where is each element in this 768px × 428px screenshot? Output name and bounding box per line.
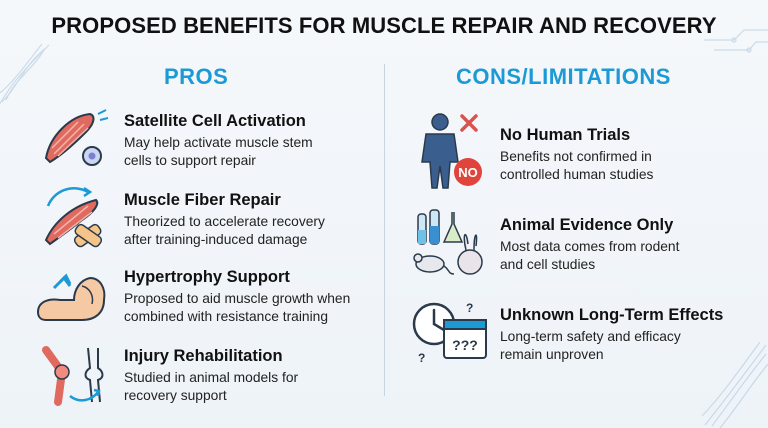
item-description: Benefits not confirmed in controlled hum… bbox=[500, 148, 653, 184]
pros-item-injury-rehab: Injury Rehabilitation Studied in animal … bbox=[124, 347, 298, 405]
desc-line: combined with resistance training bbox=[124, 309, 328, 324]
svg-text:?: ? bbox=[418, 351, 425, 365]
desc-line: Theorized to accelerate recovery bbox=[124, 214, 325, 229]
knee-joint-icon bbox=[42, 346, 104, 406]
desc-line: remain unproven bbox=[500, 347, 604, 362]
desc-line: recovery support bbox=[124, 388, 227, 403]
item-description: May help activate muscle stem cells to s… bbox=[124, 134, 313, 170]
desc-line: May help activate muscle stem bbox=[124, 135, 313, 150]
desc-line: and cell studies bbox=[500, 257, 596, 272]
pros-heading: PROS bbox=[164, 64, 229, 89]
item-heading: No Human Trials bbox=[500, 126, 631, 144]
pros-item-hypertrophy: Hypertrophy Support Proposed to aid musc… bbox=[124, 268, 350, 326]
muscle-stem-cell-icon bbox=[44, 109, 109, 166]
cons-item-animal-evidence: Animal Evidence Only Most data comes fro… bbox=[500, 216, 679, 274]
item-heading: Muscle Fiber Repair bbox=[124, 191, 281, 209]
item-heading: Unknown Long-Term Effects bbox=[500, 306, 724, 324]
pros-item-muscle-fiber: Muscle Fiber Repair Theorized to acceler… bbox=[124, 191, 325, 249]
desc-line: Benefits not confirmed in bbox=[500, 149, 652, 164]
muscle-fiber-decoration-icon bbox=[701, 341, 768, 428]
desc-line: after training-induced damage bbox=[124, 232, 308, 247]
desc-line: Proposed to aid muscle growth when bbox=[124, 291, 351, 306]
desc-line: cells to support repair bbox=[124, 153, 256, 168]
svg-text:?: ? bbox=[466, 301, 473, 315]
muscle-fiber-decoration-icon bbox=[0, 43, 50, 105]
desc-line: Studied in animal models for bbox=[124, 370, 299, 385]
cons-item-long-term-effects: Unknown Long-Term Effects Long-term safe… bbox=[500, 306, 723, 364]
desc-line: Most data comes from rodent bbox=[500, 239, 680, 254]
item-heading: Injury Rehabilitation bbox=[124, 347, 283, 365]
item-heading: Animal Evidence Only bbox=[500, 216, 674, 234]
cons-item-no-human-trials: No Human Trials Benefits not confirmed i… bbox=[500, 126, 653, 184]
clock-calendar-icon: ??? ? ? bbox=[412, 301, 487, 365]
item-description: Long-term safety and efficacy remain unp… bbox=[500, 328, 723, 364]
item-description: Most data comes from rodent and cell stu… bbox=[500, 238, 679, 274]
item-heading: Satellite Cell Activation bbox=[124, 112, 306, 130]
desc-line: Long-term safety and efficacy bbox=[500, 329, 681, 344]
flexed-arm-icon bbox=[36, 273, 106, 321]
circuit-decoration-icon bbox=[704, 29, 768, 53]
item-description: Theorized to accelerate recovery after t… bbox=[124, 213, 325, 249]
item-heading: Hypertrophy Support bbox=[124, 268, 290, 286]
column-divider bbox=[384, 64, 385, 396]
muscle-fiber-bandage-icon bbox=[44, 186, 103, 248]
item-description: Proposed to aid muscle growth when combi… bbox=[124, 290, 350, 326]
item-description: Studied in animal models for recovery su… bbox=[124, 369, 298, 405]
desc-line: controlled human studies bbox=[500, 167, 654, 182]
page-title: PROPOSED BENEFITS FOR MUSCLE REPAIR AND … bbox=[51, 13, 717, 38]
question-badge: ??? bbox=[452, 337, 478, 353]
human-no-icon: NO bbox=[421, 113, 482, 189]
pros-item-satellite-cell: Satellite Cell Activation May help activ… bbox=[124, 112, 313, 170]
cons-heading: CONS/LIMITATIONS bbox=[456, 64, 671, 89]
lab-animals-icon bbox=[413, 209, 483, 275]
no-badge: NO bbox=[458, 165, 478, 180]
